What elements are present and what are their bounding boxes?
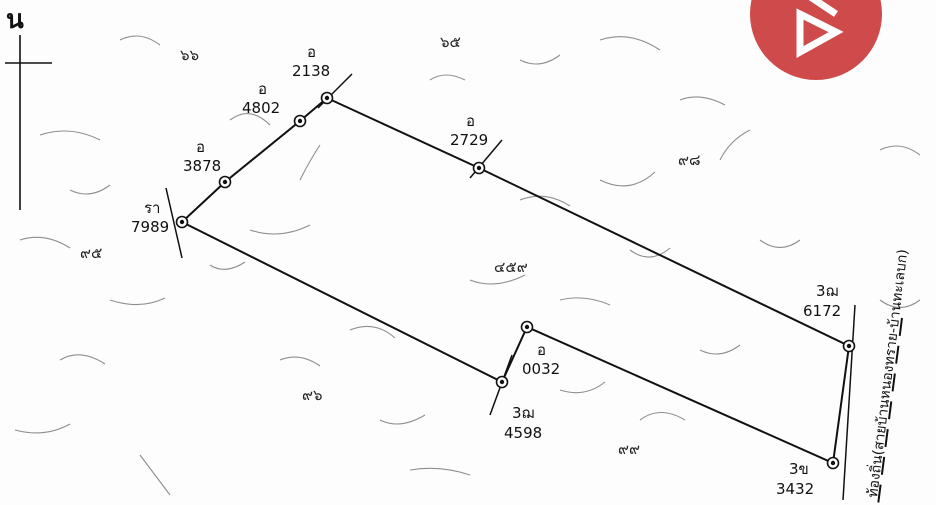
marker-code: รา [144,199,160,217]
marker-number: 7989 [131,218,169,236]
brand-logo [750,0,882,80]
marker-4598 [495,375,509,389]
marker-code: อ [537,341,546,359]
marker-ticks [165,73,856,501]
parcel-boundary [181,96,851,465]
marker-number: 2138 [292,62,330,80]
north-label: น [6,5,24,35]
marker-labels: รา 7989 อ 3878 อ 4802 อ 2138 อ 2729 3ฌ 6… [131,43,841,498]
parcel-65: ๖๕ [440,33,461,51]
marker-number: 4802 [242,99,280,117]
marker-6172 [842,339,856,353]
boundary-markers [175,91,856,470]
marker-code: อ [466,112,475,130]
parcel-96: ๙๖ [302,386,323,404]
marker-3432 [826,456,840,470]
marker-3878 [218,175,232,189]
marker-2138 [320,91,334,105]
parcel-numbers: ๔๕๙ ๖๖ ๖๕ ๙๘ ๙๕ ๙๖ ๙๙ [80,33,701,458]
parcel-95: ๙๕ [80,244,102,262]
marker-4802 [293,114,307,128]
marker-code: 3ข [789,460,809,478]
marker-7989 [175,215,189,229]
marker-code: อ [196,138,205,156]
marker-number: 3878 [183,157,221,175]
marker-code: อ [258,80,267,98]
marker-0032 [520,320,534,334]
road-line [877,317,903,505]
parcel-98: ๙๘ [678,151,701,169]
parcel-center: ๔๕๙ [494,258,528,276]
marker-2729 [472,161,486,175]
marker-number: 0032 [522,360,560,378]
marker-number: 2729 [450,131,488,149]
marker-code: 3ฌ [512,404,535,422]
marker-code: 3ฌ [816,282,839,300]
north-arrow: น [5,5,52,210]
parcel-99: ๙๙ [618,440,640,458]
terrain-scribbles [14,35,921,496]
marker-number: 4598 [504,424,542,442]
marker-number: 3432 [776,480,814,498]
parcel-66: ๖๖ [180,46,199,64]
road-label: ท้องถิ่น(สายบ้านหนองทราย-บ้านทะเลบก) [863,248,911,498]
marker-number: 6172 [803,302,841,320]
marker-code: อ [307,43,316,61]
